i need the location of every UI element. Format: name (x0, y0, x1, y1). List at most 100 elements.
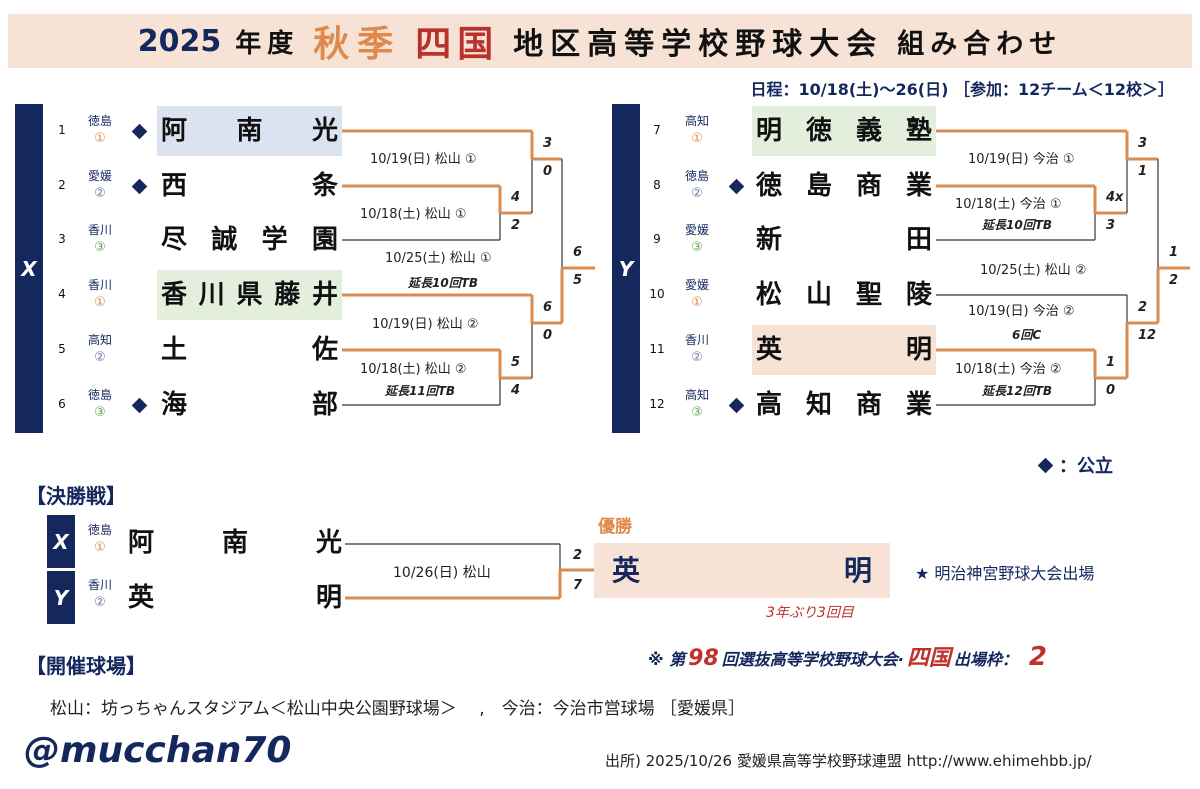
game-note: 延長10回TB (982, 218, 1053, 232)
score: 5 (573, 273, 583, 288)
diamond-icon (1037, 457, 1054, 473)
score: 3 (1138, 136, 1148, 151)
score: 4 (511, 190, 521, 205)
author-handle: @mucchan70 (24, 730, 292, 771)
prefecture: 高知 (684, 388, 709, 402)
score: 4 (511, 383, 521, 398)
prefecture: 高知 (684, 114, 709, 128)
score: 1 (1169, 245, 1179, 260)
title-banner: 2025 年度 秋季 四国 地区高等学校野球大会 組み合わせ (8, 14, 1192, 68)
prefecture-seed: 高知 ③ (677, 387, 717, 421)
game-label: 10/18(土) 松山 ② (360, 362, 467, 377)
score: 6 (573, 245, 583, 260)
score: 2 (1169, 273, 1179, 288)
prefecture-rank: ③ (691, 405, 703, 420)
prefecture-rank: ② (94, 186, 106, 201)
prefecture: 香川 (684, 333, 709, 347)
game-label: 10/25(土) 松山 ① (385, 251, 492, 266)
final-block-y: Y (47, 571, 75, 624)
score: 3 (1106, 218, 1116, 233)
prefecture-rank: ③ (94, 240, 106, 255)
prefecture-rank: ① (691, 131, 703, 146)
team-name: 高知商業 (756, 390, 932, 420)
champion-label: 優勝 (598, 517, 632, 537)
seed-number: 8 (653, 178, 661, 192)
prefecture: 香川 (87, 223, 112, 237)
title-tail: 組み合わせ (897, 28, 1063, 60)
score: 2 (1138, 300, 1148, 315)
title-season: 秋季 (313, 24, 402, 65)
team-name: 阿南光 (157, 106, 342, 156)
venues-heading: 【開催球場】 (26, 654, 146, 678)
score: 4x (1106, 190, 1124, 205)
seed-number: 4 (58, 287, 66, 301)
champion-note: 3年ぶり3回目 (766, 605, 854, 621)
prefecture-seed: 香川 ③ (80, 222, 120, 256)
prefecture-rank: ① (94, 131, 106, 146)
prefecture-rank: ② (94, 350, 106, 365)
final-game-label: 10/26(日) 松山 (393, 565, 491, 581)
game-label: 10/19(日) 松山 ① (370, 152, 477, 167)
game-label: 10/18(土) 今治 ② (955, 362, 1062, 377)
prefecture: 愛媛 (87, 169, 112, 183)
title-region: 四国 (415, 24, 500, 65)
prefecture-seed: 愛媛 ① (677, 277, 717, 311)
prefecture-rank: ③ (94, 405, 106, 420)
prefecture-seed: 香川 ① (80, 277, 120, 311)
game-note: 延長12回TB (982, 384, 1053, 398)
score: 5 (511, 355, 521, 370)
final-score: 7 (573, 578, 583, 593)
prefecture-rank: ① (94, 295, 106, 310)
prefecture-seed: 高知 ① (677, 113, 717, 147)
source-credit: 出所) 2025/10/26 愛媛県高等学校野球連盟 http://www.eh… (605, 752, 1092, 770)
seed-number: 7 (653, 123, 661, 137)
team-name: 明徳義塾 (752, 106, 936, 156)
team-name: 尽誠学園 (161, 225, 338, 255)
prefecture-rank: ② (691, 350, 703, 365)
prefecture: 徳島 (87, 114, 112, 128)
seed-number: 12 (649, 397, 665, 411)
legend: ：公立 (1037, 452, 1113, 478)
prefecture-seed: 徳島 ① (80, 113, 120, 147)
block-label: X (15, 104, 43, 433)
title-year: 2025 (137, 23, 222, 59)
score: 3 (543, 136, 553, 151)
prefecture: 徳島 (87, 388, 112, 402)
game-note: 6回C (1012, 328, 1042, 342)
seed-number: 3 (58, 232, 66, 246)
seed-number: 10 (649, 287, 665, 301)
prefecture-seed: 徳島 ③ (80, 387, 120, 421)
game-label: 10/19(日) 今治 ① (968, 152, 1075, 167)
team-name: 新田 (756, 225, 932, 255)
prefecture-rank: ③ (691, 240, 703, 255)
prefecture: 徳島 (684, 169, 709, 183)
prefecture-rank: ① (691, 295, 703, 310)
seed-number: 11 (649, 342, 665, 356)
team-name: 西条 (161, 171, 338, 201)
score: 2 (511, 218, 521, 233)
game-label: 10/19(日) 今治 ② (968, 304, 1075, 319)
title-rest: 地区高等学校野球大会 (513, 27, 884, 62)
seed-number: 5 (58, 342, 66, 356)
game-label: 10/18(土) 今治 ① (955, 197, 1062, 212)
score: 0 (543, 328, 553, 343)
game-note: 延長11回TB (385, 384, 456, 398)
game-label: 10/19(日) 松山 ② (372, 317, 479, 332)
prefecture: 愛媛 (684, 278, 709, 292)
team-name: 海部 (161, 390, 338, 420)
final-team-name: 英明 (128, 583, 342, 613)
game-note: 延長10回TB (408, 276, 479, 290)
score: 0 (1106, 383, 1116, 398)
team-name: 土佐 (161, 335, 338, 365)
schedule: 日程：10/18(土)〜26(日) ［参加：12チーム＜12校＞］ (750, 80, 1174, 99)
seed-number: 6 (58, 397, 66, 411)
prefecture: 香川 (87, 278, 112, 292)
team-name: 松山聖陵 (756, 280, 932, 310)
score: 1 (1138, 164, 1148, 179)
final-team-name: 阿南光 (128, 528, 342, 558)
title-nendo: 年度 (235, 28, 300, 59)
